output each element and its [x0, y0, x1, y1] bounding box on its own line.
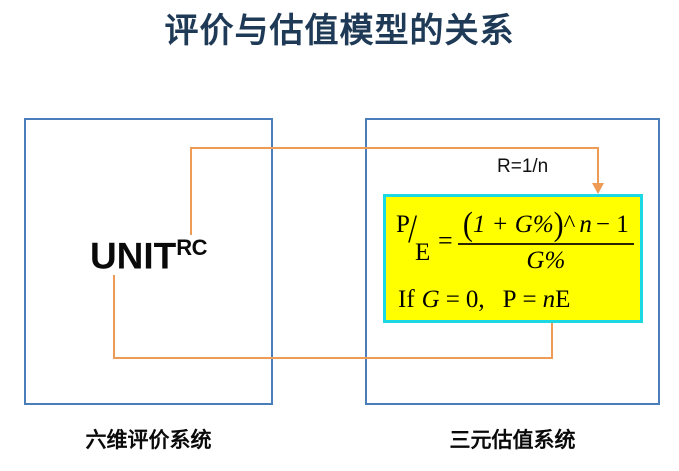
- formula-numerator: (1 + G%)^n− 1: [458, 205, 634, 243]
- right-system-box: [365, 118, 660, 405]
- formula-denominator: G%: [526, 246, 566, 274]
- condition-variable: G: [421, 286, 440, 313]
- down-arrow-icon: [592, 183, 604, 194]
- bottom-connector-horizontal: [113, 357, 553, 359]
- condition-result-earnings: E: [555, 286, 571, 313]
- bottom-connector-vertical-right: [551, 288, 553, 358]
- rate-annotation: R=1/n: [497, 156, 549, 177]
- fraction-bar: [457, 242, 634, 245]
- condition-if-keyword: If: [398, 286, 415, 313]
- formula-lhs-numerator: P: [396, 211, 410, 238]
- top-connector-horizontal: [190, 147, 599, 149]
- top-connector-vertical-left: [190, 147, 192, 235]
- condition-result-n: n: [542, 286, 556, 313]
- formula-lhs-denominator: E: [415, 239, 431, 266]
- condition-equals: =: [445, 286, 460, 313]
- pe-equation-row: P / E = (1 + G%)^n− 1 G%: [396, 201, 634, 281]
- top-connector-vertical-right: [597, 147, 599, 185]
- numerator-body: 1 + G%: [472, 210, 554, 238]
- numerator-exponent: n: [579, 210, 592, 238]
- bottom-connector-vertical-left: [113, 275, 115, 359]
- pe-ratio-stack: P / E: [396, 206, 436, 272]
- numerator-minus-one: − 1: [595, 210, 629, 238]
- formula-fraction: (1 + G%)^n− 1 G%: [457, 205, 634, 274]
- numerator-close-paren: ): [553, 205, 564, 243]
- left-system-box: [24, 118, 273, 405]
- unit-rc-label: UNITRC: [24, 226, 273, 278]
- page-title: 评价与估值模型的关系: [164, 12, 515, 50]
- formula-lhs-slash: /: [408, 206, 418, 251]
- unit-text: UNIT: [89, 235, 177, 277]
- condition-result-price: P: [502, 286, 517, 313]
- numerator-caret: ^: [563, 210, 576, 238]
- unit-superscript: RC: [176, 235, 208, 260]
- numerator-open-paren: (: [462, 205, 473, 243]
- right-system-caption: 三元估值系统: [449, 429, 576, 452]
- left-system-caption: 六维评价系统: [85, 429, 212, 452]
- formula-equals-sign: =: [438, 226, 453, 255]
- condition-value: 0,: [465, 286, 485, 313]
- condition-result-equals: =: [522, 286, 537, 313]
